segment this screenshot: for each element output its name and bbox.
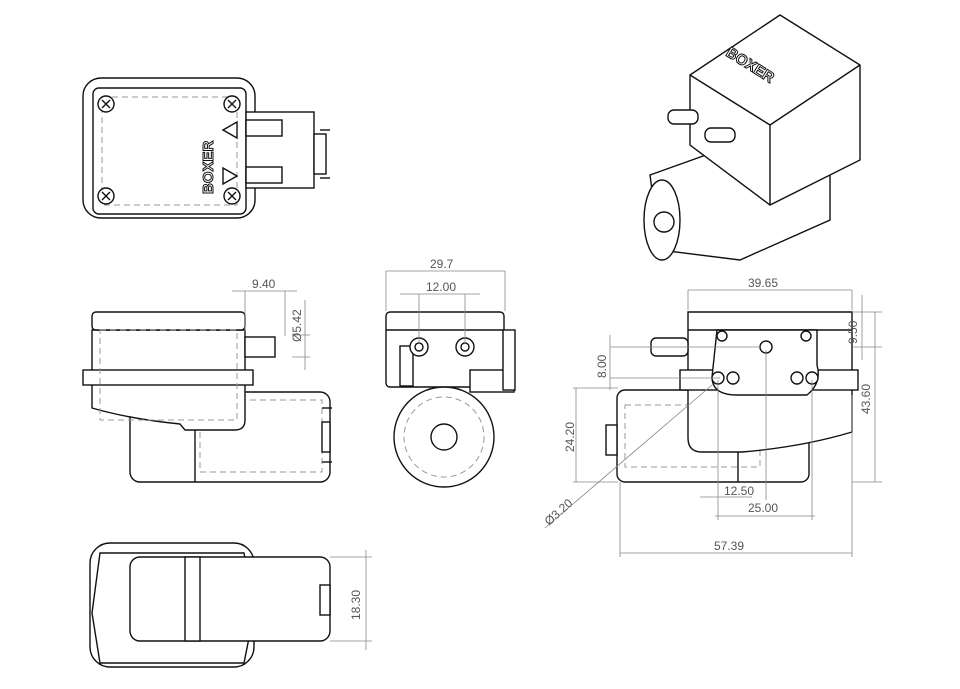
screw-icon [97, 95, 241, 205]
arrow-icon [221, 120, 238, 140]
bottom-view [89, 542, 331, 668]
dim-outlet-length: 9.40 [252, 277, 276, 291]
dim-total-height: 43.60 [859, 384, 873, 414]
dim-hole-spacing: 25.00 [748, 501, 778, 515]
isometric-view: BOXER [643, 14, 861, 261]
right-view [605, 311, 859, 483]
dim-top-height: 9.50 [846, 320, 860, 344]
dim-front-width: 29.7 [430, 257, 454, 271]
dim-motor-width: 18.30 [349, 590, 363, 620]
top-view: BOXER [82, 77, 330, 219]
side-view [82, 311, 332, 483]
brand-logo: BOXER [200, 140, 217, 194]
dim-head-length: 39.65 [748, 276, 778, 290]
dim-hole-diameter: Ø3.20 [542, 496, 576, 528]
dim-port-offset: 8.00 [595, 354, 609, 378]
arrow-icon [222, 166, 239, 186]
dim-total-length: 57.39 [714, 539, 744, 553]
front-view [385, 311, 516, 488]
dim-motor-height: 24.20 [563, 422, 577, 452]
dim-outlet-diameter: Ø5.42 [290, 309, 304, 342]
dim-hole-center: 12.50 [724, 484, 754, 498]
dim-port-spacing: 12.00 [426, 280, 456, 294]
